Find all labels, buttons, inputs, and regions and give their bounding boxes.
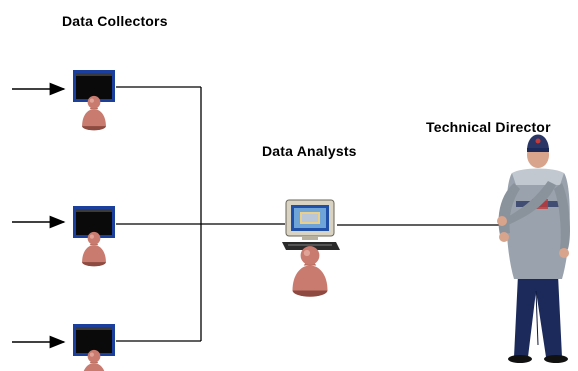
data-collector-icon [73,70,115,131]
data-analyst-icon [282,199,340,297]
data-collectors-label: Data Collectors [62,13,168,29]
technical-director-figure [497,134,570,363]
technical-director-label: Technical Director [426,119,551,135]
data-analysts-label: Data Analysts [262,143,357,159]
data-collector-icon [73,324,115,371]
data-collector-icon [73,206,115,267]
